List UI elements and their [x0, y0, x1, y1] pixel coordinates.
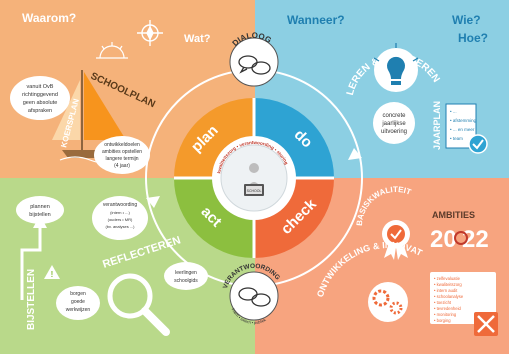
dialoog-badge — [229, 37, 279, 87]
tools-icon — [474, 312, 498, 336]
svg-text:langere termijn: langere termijn — [105, 156, 138, 162]
question-waarom: Waarom? — [22, 11, 76, 25]
svg-text:• kwaliteitszorg: • kwaliteitszorg — [434, 282, 462, 287]
svg-text:SCHOOL: SCHOOL — [247, 189, 262, 193]
svg-text:• borging: • borging — [434, 318, 451, 323]
svg-text:(bv. analyses ...): (bv. analyses ...) — [105, 224, 135, 229]
checkmark-icon — [468, 134, 488, 154]
svg-text:• intern audit: • intern audit — [434, 288, 458, 293]
jaarplan-title: JAARPLAN — [432, 101, 442, 150]
note-bubble-concrete: concrete jaarlijkse uitvoering — [373, 102, 415, 144]
svg-text:(4 jaar): (4 jaar) — [114, 163, 130, 169]
year-2022: 20 22 — [430, 226, 489, 253]
verantwoording-badge — [229, 271, 279, 321]
svg-text:• team: • team — [450, 136, 463, 141]
svg-text:• tevredenheid: • tevredenheid — [434, 306, 462, 311]
svg-text:ambities opstellen: ambities opstellen — [102, 149, 142, 155]
svg-text:concrete: concrete — [382, 113, 406, 119]
svg-text:ontwikkeldoelen: ontwikkeldoelen — [104, 142, 140, 148]
svg-text:borgen: borgen — [70, 291, 86, 297]
svg-text:afspraken: afspraken — [28, 108, 52, 114]
cycle-arrow-icon — [146, 148, 362, 208]
svg-text:vanuit OvB: vanuit OvB — [27, 84, 54, 90]
note-bubble-ontwikkeldoelen: ontwikkeldoelen ambities opstellen lange… — [94, 136, 150, 174]
note-bubble-richtinggevend: vanuit OvB richtinggevend geen absolute … — [10, 76, 70, 120]
sunrise-icon — [96, 42, 128, 59]
ambities-title: AMBITIES — [432, 210, 475, 220]
svg-text:goede: goede — [71, 299, 85, 305]
svg-text:(ouders • MR): (ouders • MR) — [108, 217, 133, 222]
note-bubble-verantwoording: verantwoording (intern • ...) (ouders • … — [92, 196, 148, 240]
svg-text:jaarlijkse: jaarlijkse — [381, 121, 406, 127]
svg-text:• toezicht: • toezicht — [434, 300, 452, 305]
chat-bubbles-icon — [238, 287, 271, 307]
svg-text:• afstemming: • afstemming — [450, 118, 477, 123]
svg-text:schoolgids: schoolgids — [174, 278, 198, 284]
question-wat: Wat? — [184, 33, 211, 45]
note-bubble-borgen: borgen goede werkwijzen — [56, 286, 100, 320]
warning-icon: ! — [44, 265, 60, 279]
svg-text:• monitoring: • monitoring — [434, 312, 457, 317]
question-wanneer: Wanneer? — [287, 13, 345, 27]
growth-arrow-icon — [20, 215, 47, 300]
gears-lightbulb-icon — [368, 282, 408, 322]
compass-icon — [137, 20, 163, 46]
lightbulb-icon — [373, 43, 419, 92]
checklist-panel: • zelfevaluatie • kwaliteitszorg • inter… — [430, 272, 496, 324]
question-hoe: Hoe? — [458, 31, 488, 45]
question-wie: Wie? — [452, 13, 481, 27]
svg-text:!: ! — [51, 270, 54, 279]
svg-text:geen absolute: geen absolute — [23, 100, 58, 106]
svg-text:werkwijzen: werkwijzen — [66, 307, 91, 313]
svg-text:• ... en meer: • ... en meer — [450, 127, 475, 132]
svg-text:20: 20 — [430, 226, 457, 253]
svg-text:• zelfevaluatie: • zelfevaluatie — [434, 276, 461, 281]
svg-text:(intern • ...): (intern • ...) — [110, 210, 130, 215]
note-bubble-leerlingen: leerlingen schoolgids — [164, 262, 208, 290]
svg-text:• ...: • ... — [450, 109, 457, 114]
center-disc-inner — [220, 144, 288, 212]
target-icon — [454, 231, 468, 245]
svg-text:plannen: plannen — [30, 204, 50, 210]
svg-text:uitvoering: uitvoering — [381, 129, 407, 135]
svg-text:• schoolanalyse: • schoolanalyse — [434, 294, 464, 299]
svg-text:richtinggevend: richtinggevend — [22, 92, 58, 98]
magnifier-icon — [107, 273, 170, 336]
person-laptop-icon: SCHOOL — [244, 163, 264, 196]
bijstellen-title: BIJSTELLEN — [26, 269, 37, 330]
svg-text:leerlingen: leerlingen — [175, 270, 197, 276]
award-badge-icon — [382, 220, 410, 260]
svg-text:verantwoording: verantwoording — [103, 202, 137, 208]
chat-bubbles-icon — [238, 55, 271, 75]
